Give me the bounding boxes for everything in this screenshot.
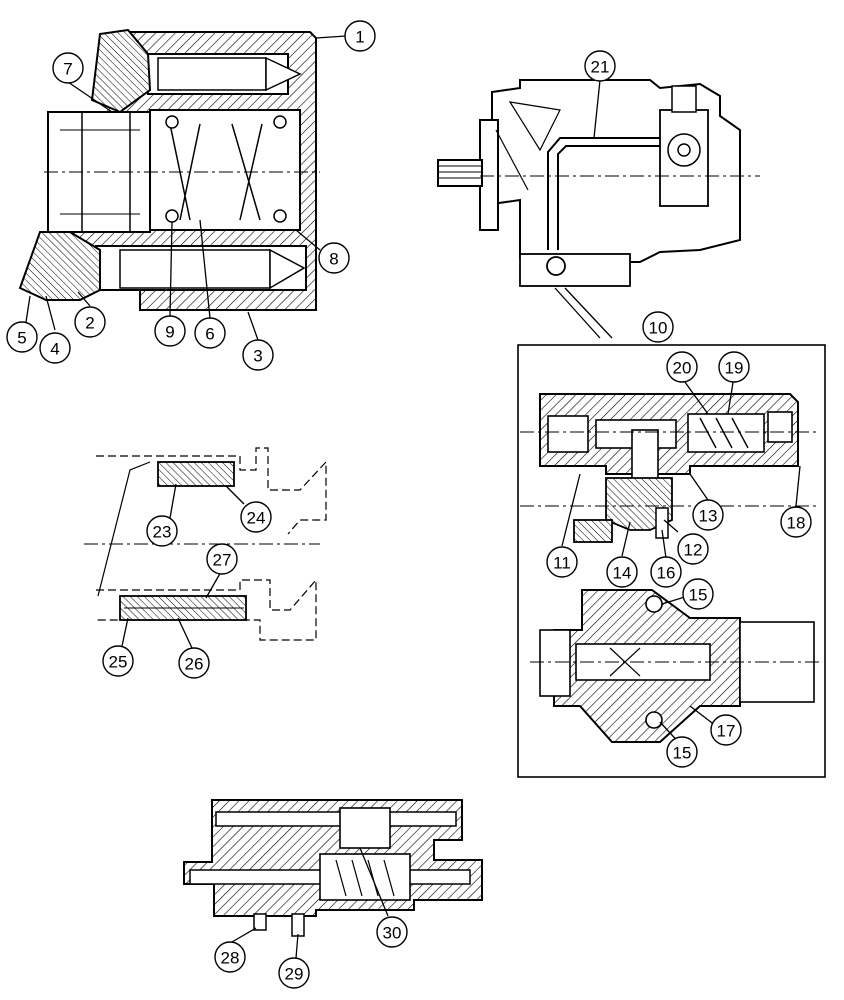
callout-label-11: 11 (553, 554, 571, 573)
callout-label-7: 7 (63, 60, 72, 79)
callout-marker-15b (666, 736, 698, 768)
callout-label-5: 5 (17, 329, 26, 348)
callout-marker-8 (318, 242, 350, 274)
callout-label-28: 28 (221, 949, 240, 968)
callout-marker-29 (278, 957, 310, 989)
callout-marker-10 (642, 311, 674, 343)
valve-detail-box (517, 344, 826, 778)
callout-label-12: 12 (684, 541, 703, 560)
callout-markers (6, 20, 812, 989)
callout-marker-5 (6, 321, 38, 353)
callout-label-30: 30 (383, 924, 402, 943)
callout-leaders (25, 35, 801, 959)
callout-marker-3 (242, 339, 274, 371)
callout-marker-11 (546, 546, 578, 578)
callout-marker-26 (178, 647, 210, 679)
callout-label-29: 29 (285, 965, 304, 984)
callout-label-6: 6 (205, 325, 214, 344)
callout-label-4: 4 (50, 340, 59, 359)
callout-marker-24 (240, 501, 272, 533)
callout-marker-21 (584, 50, 616, 82)
callout-labels: 1 2 3 4 5 6 7 8 9 10 11 12 13 14 15 15 1… (17, 28, 805, 984)
callout-label-25: 25 (109, 653, 128, 672)
callout-label-18: 18 (787, 514, 806, 533)
callout-label-8: 8 (329, 250, 338, 269)
callout-label-16: 16 (657, 564, 676, 583)
callout-label-23: 23 (153, 523, 172, 542)
callout-marker-20 (666, 351, 698, 383)
callout-marker-17 (710, 714, 742, 746)
callout-label-2: 2 (85, 314, 94, 333)
callout-marker-18 (780, 506, 812, 538)
callout-marker-2 (74, 306, 106, 338)
callout-marker-7 (52, 52, 84, 84)
callout-label-14: 14 (613, 564, 632, 583)
callout-marker-4 (39, 332, 71, 364)
callout-label-26: 26 (185, 655, 204, 674)
callout-label-21: 21 (591, 58, 610, 77)
callout-label-13: 13 (699, 507, 718, 526)
callout-label-9: 9 (165, 323, 174, 342)
callout-marker-30 (376, 916, 408, 948)
callout-label-19: 19 (725, 359, 744, 378)
callout-label-15a: 15 (689, 586, 708, 605)
callout-label-20: 20 (673, 359, 692, 378)
control-valve-body (183, 799, 483, 937)
callout-marker-15a (682, 578, 714, 610)
callout-label-3: 3 (253, 347, 262, 366)
callout-marker-12 (677, 533, 709, 565)
callout-marker-13 (692, 499, 724, 531)
callout-marker-27 (206, 543, 238, 575)
callout-marker-28 (214, 941, 246, 973)
callout-label-17: 17 (717, 722, 736, 741)
callout-label-10: 10 (649, 319, 668, 338)
callout-label-15b: 15 (673, 744, 692, 763)
callout-marker-25 (102, 645, 134, 677)
callout-label-24: 24 (247, 509, 266, 528)
callout-label-27: 27 (213, 551, 232, 570)
callout-marker-14 (606, 556, 638, 588)
pump-exterior-view (437, 79, 760, 339)
callout-marker-23 (146, 515, 178, 547)
callout-marker-1 (344, 20, 376, 52)
pump-section-view (18, 28, 320, 311)
callout-marker-9 (154, 315, 186, 347)
valve-insert-view (84, 447, 327, 641)
callout-marker-16 (650, 556, 682, 588)
callout-marker-19 (718, 351, 750, 383)
callout-label-1: 1 (355, 28, 364, 47)
callout-marker-6 (194, 317, 226, 349)
